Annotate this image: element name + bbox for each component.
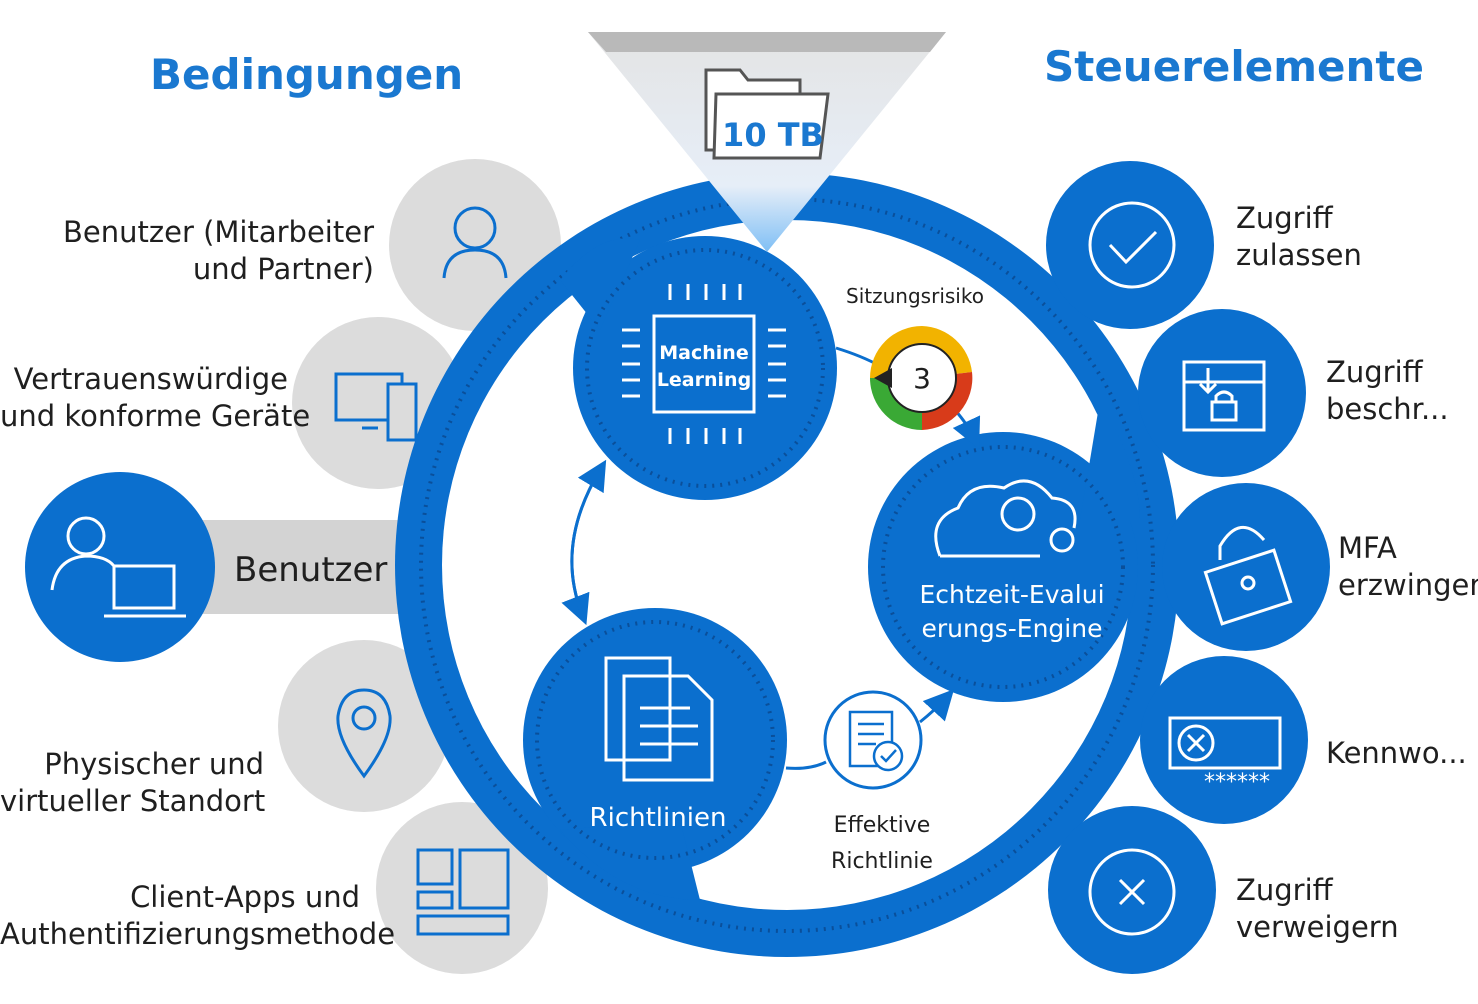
masked-password: ****** <box>1204 770 1270 795</box>
evaluation-node <box>868 432 1138 702</box>
checkmark-icon <box>1088 201 1176 289</box>
person-icon <box>442 206 508 279</box>
control-circle-mfa <box>1162 483 1330 651</box>
close-icon <box>1088 848 1176 936</box>
restricted-window-icon <box>1182 360 1266 432</box>
documents-icon <box>604 656 714 782</box>
padlock-icon <box>1203 525 1293 626</box>
storage-label: 10 TB <box>722 116 824 154</box>
password-reset-icon <box>1168 716 1282 770</box>
policies-node <box>523 608 787 872</box>
user-laptop-icon <box>50 516 186 618</box>
document-check-icon <box>848 710 904 772</box>
folder-icon <box>704 68 830 160</box>
session-risk-gauge <box>870 326 973 430</box>
controls-heading: Steuerelemente <box>1044 42 1424 91</box>
cloud-gear-icon <box>934 479 1077 558</box>
control-circle-allow <box>1046 161 1214 329</box>
user-label: Benutzer <box>234 550 388 590</box>
policies-label: Richtlinien <box>589 803 727 833</box>
ml-bridge <box>560 238 640 330</box>
control-circle-password <box>1140 656 1308 824</box>
engine-ring-dots <box>419 197 1155 933</box>
evaluation-bridge <box>1080 400 1140 520</box>
apps-grid-icon <box>416 848 510 936</box>
session-risk-label: Sitzungsrisiko <box>846 284 984 308</box>
conditions-heading: Bedingungen <box>150 50 464 99</box>
effective-policy-node <box>823 690 923 790</box>
chip-icon <box>622 284 786 444</box>
condition-circle-location <box>278 640 450 812</box>
risk-value: 3 <box>913 362 931 395</box>
control-password-label: Kennwo... <box>1326 736 1467 770</box>
policy-flow-line <box>785 760 827 770</box>
devices-icon <box>334 372 418 442</box>
ml-node <box>573 236 837 500</box>
data-funnel-edge <box>588 32 946 52</box>
location-pin-icon <box>336 688 392 779</box>
